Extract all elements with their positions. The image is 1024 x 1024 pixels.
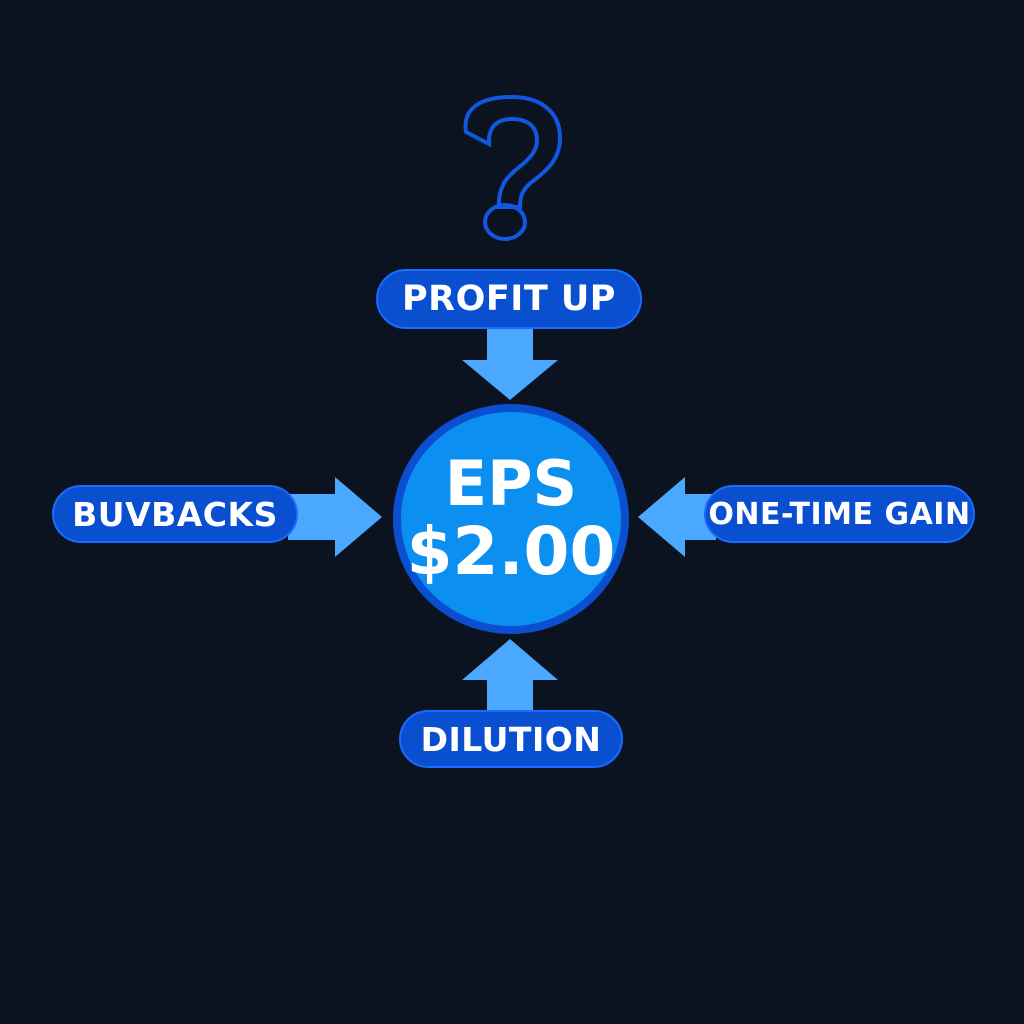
arrow-up-icon [462, 639, 558, 712]
factor-label: DILUTION [420, 719, 602, 759]
factor-label: ONE-TIME GAIN [708, 496, 971, 532]
arrow-left-icon [638, 477, 716, 557]
question-mark-icon [463, 94, 563, 241]
factor-buybacks: BUVBACKS [52, 485, 298, 543]
eps-circle: EPS $2.00 [393, 404, 629, 634]
factor-label: PROFIT UP [402, 279, 616, 319]
eps-label: EPS [444, 447, 578, 520]
factor-profit-up: PROFIT UP [376, 269, 642, 329]
factor-one-time-gain: ONE-TIME GAIN [704, 485, 975, 543]
eps-value: $2.00 [406, 513, 616, 590]
arrow-right-icon [288, 477, 382, 557]
arrow-down-icon [462, 329, 558, 400]
factor-dilution: DILUTION [399, 710, 623, 768]
factor-label: BUVBACKS [72, 494, 278, 534]
